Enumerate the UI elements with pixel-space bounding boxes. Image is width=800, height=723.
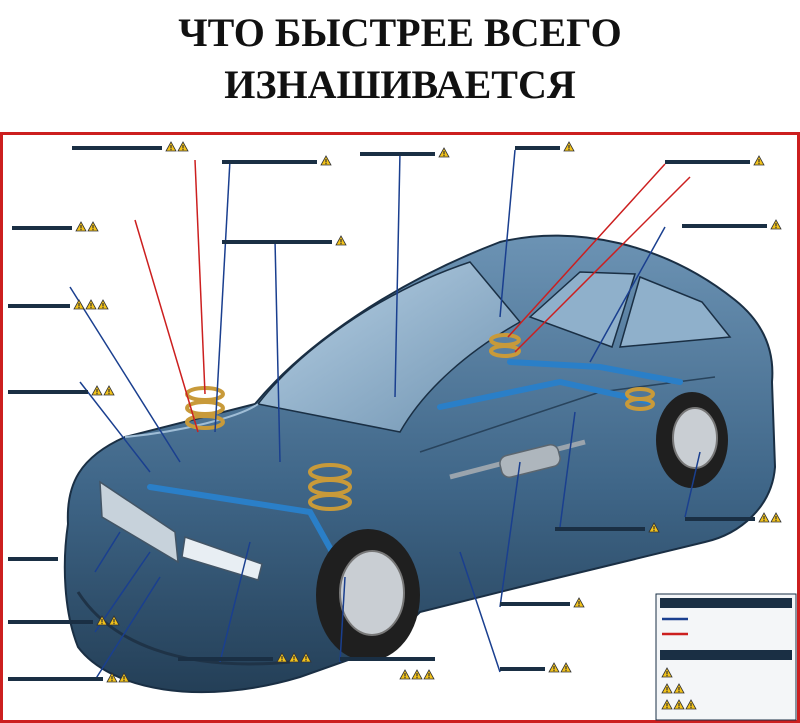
side-window-rear xyxy=(618,275,732,348)
front-bumper xyxy=(76,591,291,666)
leader-lines xyxy=(69,149,701,681)
headlight xyxy=(181,535,263,581)
rear-coil-spring-right xyxy=(625,387,655,411)
page-title-line-2: ИЗНАШИВАЕТСЯ xyxy=(224,62,576,107)
windshield xyxy=(256,261,522,433)
front-coil-spring-right xyxy=(308,463,352,511)
rear-wheel xyxy=(656,392,728,488)
frame-border xyxy=(0,132,800,723)
legend-box xyxy=(655,593,797,721)
page-title-line-1: ЧТО БЫСТРЕЕ ВСЕГО xyxy=(178,10,622,55)
callout-markers xyxy=(8,141,782,683)
front-wheel xyxy=(316,529,420,661)
rear-coil-spring-left xyxy=(489,333,521,358)
hood-line xyxy=(124,403,259,438)
muffler xyxy=(499,444,561,478)
wear-parts-diagram xyxy=(0,132,800,723)
grille xyxy=(99,480,179,564)
